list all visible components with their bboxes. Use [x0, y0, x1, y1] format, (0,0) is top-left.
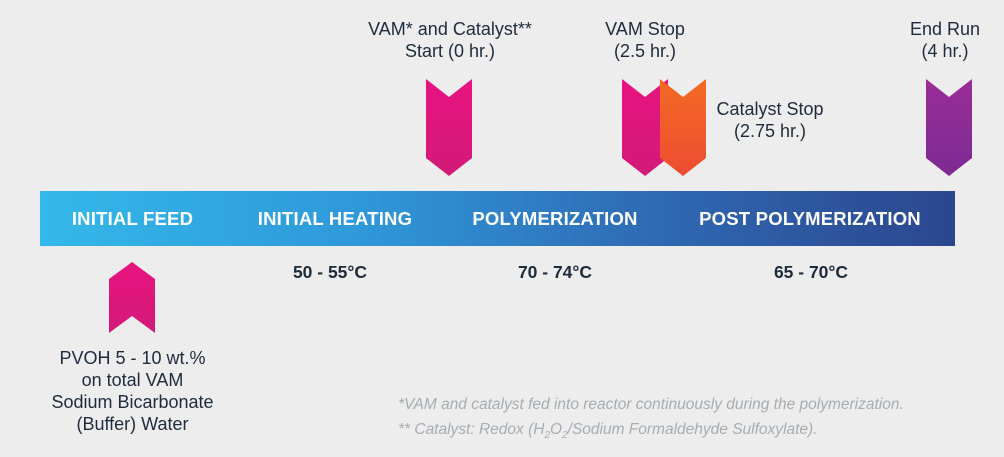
- vam-catalyst-start-label: VAM* and Catalyst** Start (0 hr.): [345, 18, 555, 62]
- catalyst-stop-label: Catalyst Stop (2.75 hr.): [700, 98, 840, 142]
- temp-post-polymerization: 65 - 70°C: [773, 262, 849, 282]
- h2o2-subscript-1: 2: [544, 430, 551, 442]
- footnote-catalyst: ** Catalyst: Redox (H2O2/Sodium Formalde…: [398, 417, 998, 448]
- end-run-label: End Run (4 hr.): [895, 18, 995, 62]
- temp-polymerization: 70 - 74°C: [517, 262, 593, 282]
- footnote-catalyst-suffix: /Sodium Formaldehyde Sulfoxylate).: [567, 421, 818, 438]
- footnote-catalyst-prefix: ** Catalyst: Redox (H: [398, 421, 545, 438]
- footnotes: *VAM and catalyst fed into reactor conti…: [398, 392, 998, 448]
- phase-post-polymerization: POST POLYMERIZATION: [699, 207, 921, 229]
- feed-line-1: PVOH 5 - 10 wt.%: [59, 348, 206, 368]
- end-run-chevron-icon: [926, 79, 972, 176]
- vam-catalyst-start-line2: Start (0 hr.): [404, 41, 496, 61]
- timeline-bar: INITIAL FEED INITIAL HEATING POLYMERIZAT…: [40, 191, 955, 246]
- vam-catalyst-start-chevron-icon: [426, 79, 472, 176]
- phase-polymerization: POLYMERIZATION: [472, 207, 638, 229]
- vam-stop-line2: (2.5 hr.): [613, 41, 677, 61]
- vam-catalyst-start-line1: VAM* and Catalyst**: [368, 19, 532, 39]
- initial-feed-composition: PVOH 5 - 10 wt.% on total VAM Sodium Bic…: [30, 347, 235, 435]
- end-run-line2: (4 hr.): [921, 41, 969, 61]
- oxygen-letter: O: [550, 421, 563, 438]
- vam-stop-chevron-icon: [622, 79, 668, 176]
- catalyst-stop-line2: (2.75 hr.): [733, 121, 807, 141]
- feed-line-3: Sodium Bicarbonate: [51, 392, 214, 412]
- initial-feed-chevron-icon: [109, 262, 155, 333]
- end-run-line1: End Run: [909, 19, 981, 39]
- footnote-vam: *VAM and catalyst fed into reactor conti…: [398, 396, 904, 413]
- phase-initial-feed: INITIAL FEED: [71, 207, 194, 229]
- temp-heating: 50 - 55°C: [292, 262, 368, 282]
- h2o2-subscript-2: 2: [562, 430, 568, 442]
- vam-stop-line1: VAM Stop: [605, 19, 685, 39]
- vam-stop-label: VAM Stop (2.5 hr.): [585, 18, 705, 62]
- catalyst-stop-chevron-icon: [660, 79, 706, 176]
- catalyst-stop-line1: Catalyst Stop: [716, 99, 824, 119]
- feed-line-4: (Buffer) Water: [76, 414, 189, 434]
- phase-initial-heating: INITIAL HEATING: [257, 207, 413, 229]
- feed-line-2: on total VAM: [81, 370, 184, 390]
